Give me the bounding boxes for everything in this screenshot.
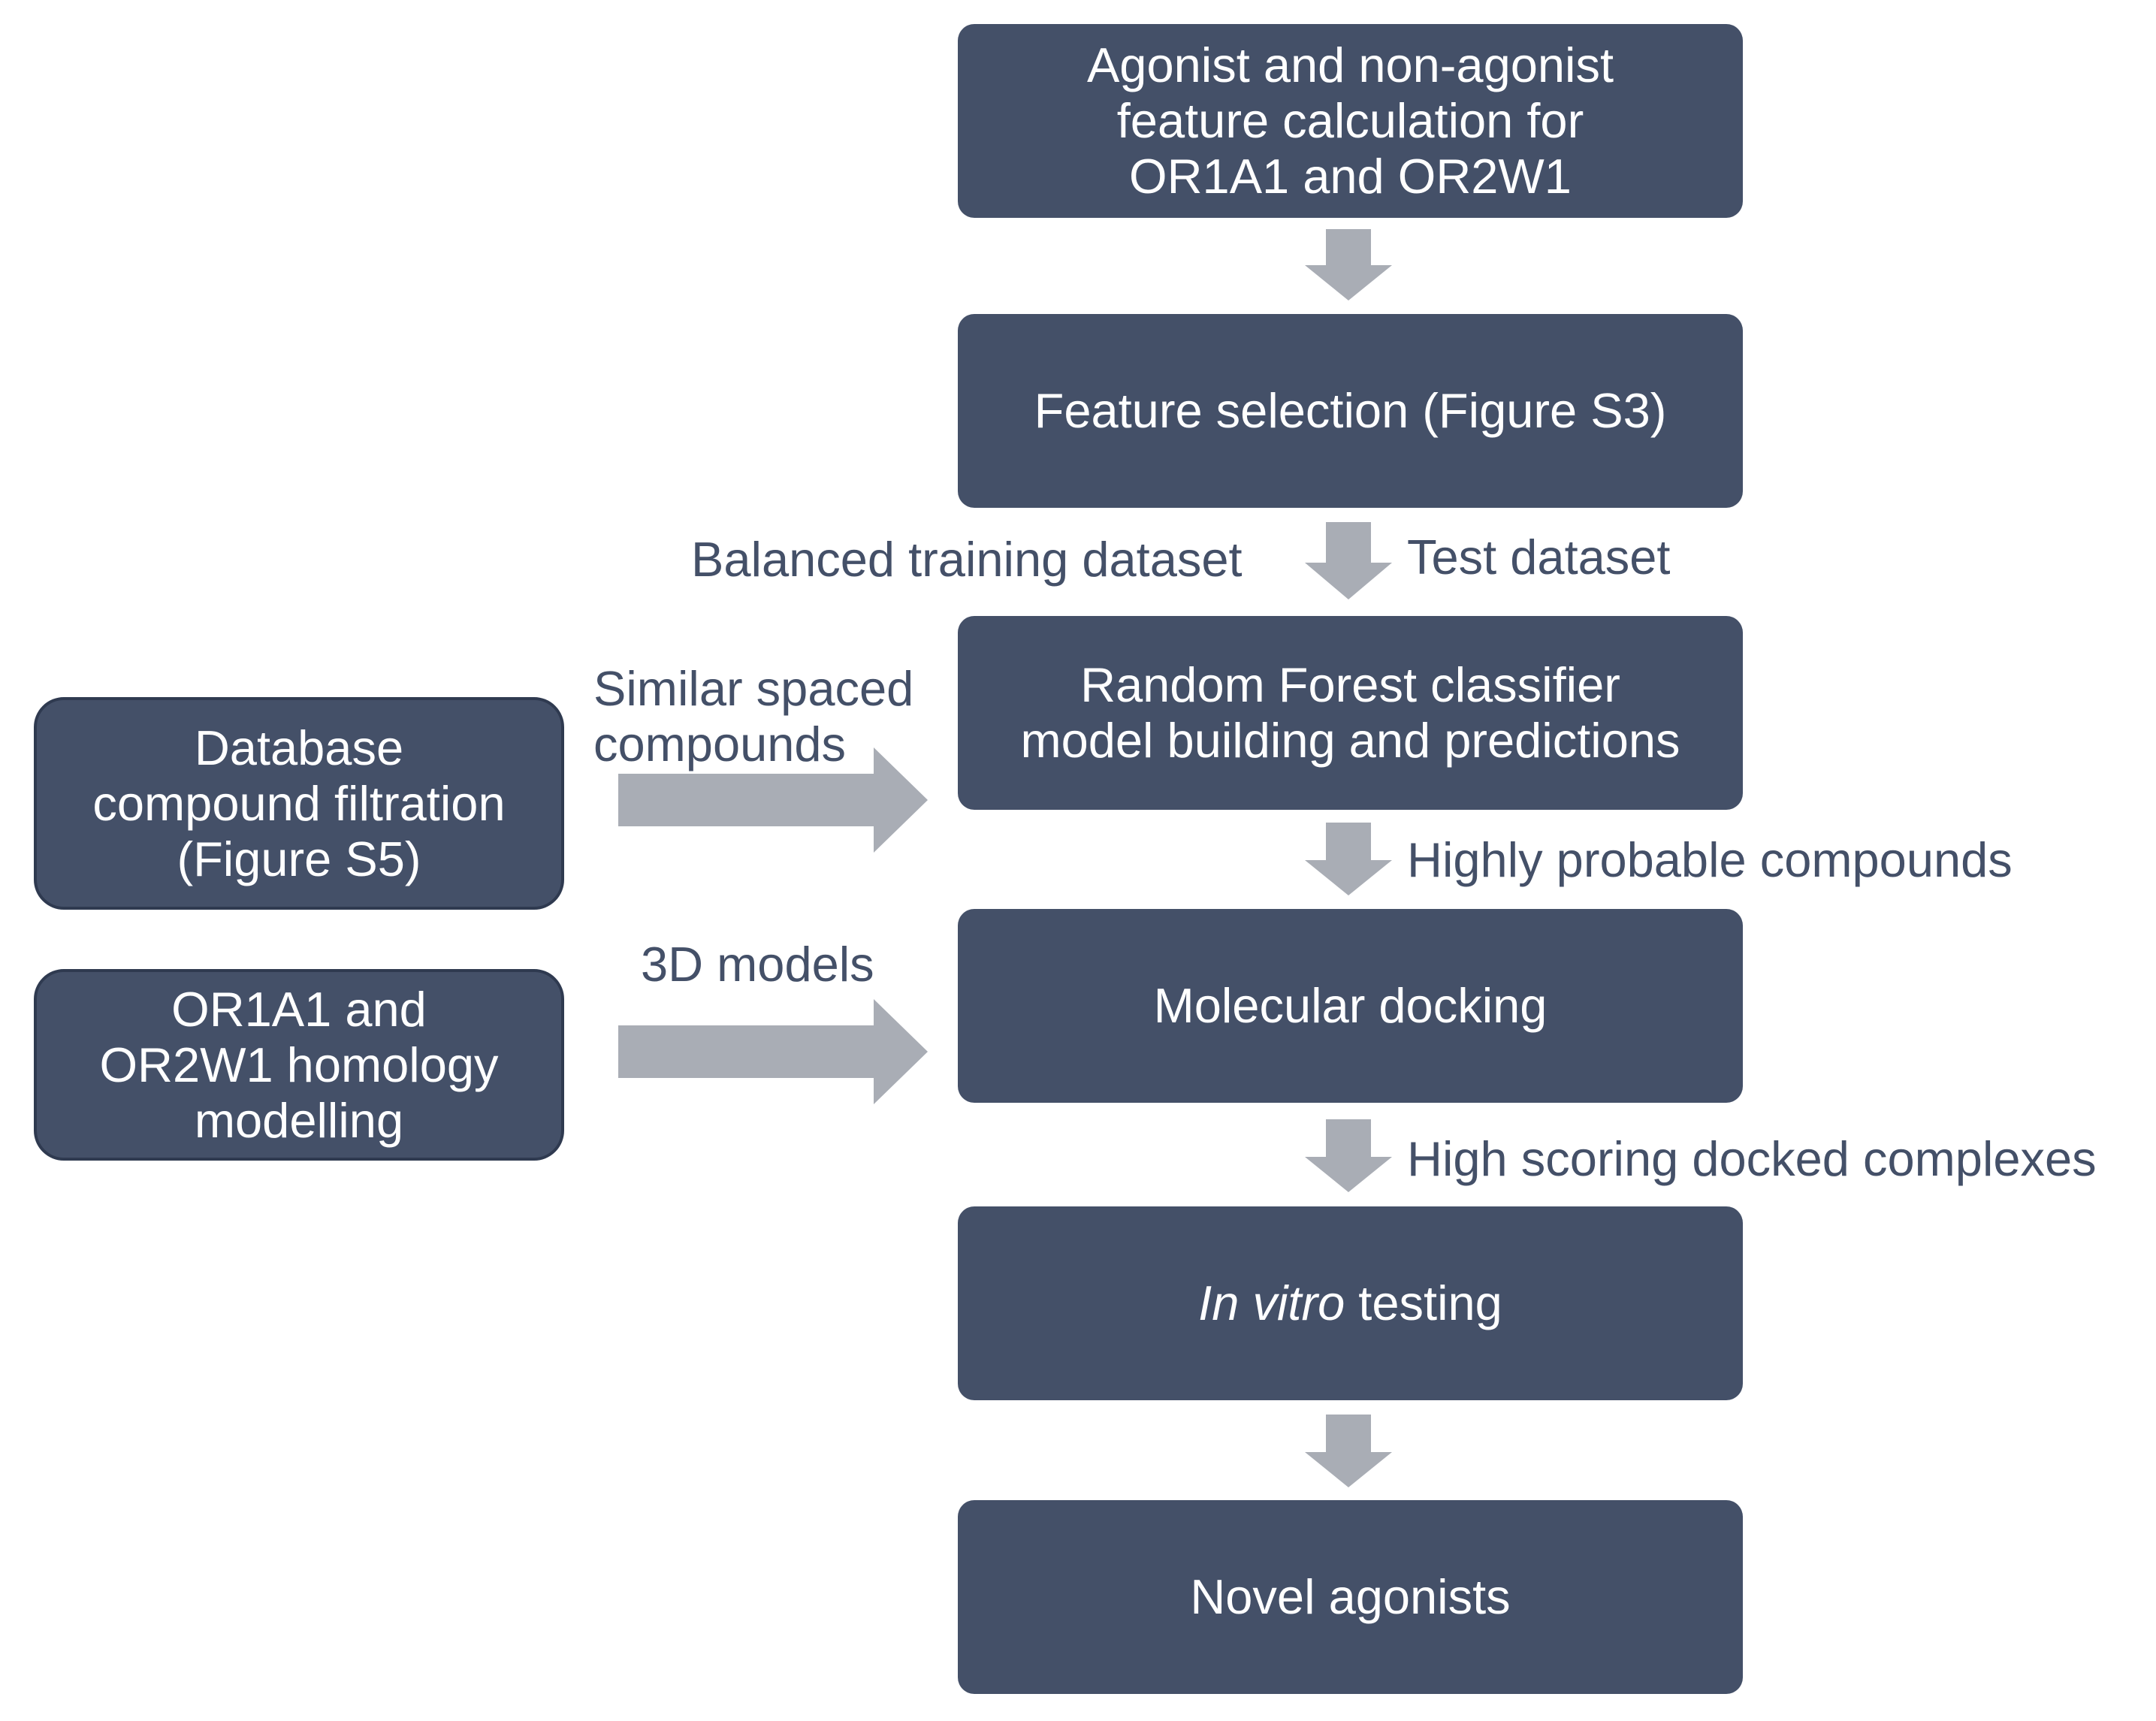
random-forest-line-2: model building and predictions [1020, 713, 1680, 768]
feature-selection-label: Feature selection (Figure S3) [1034, 383, 1667, 438]
feature-calculation-line-3: OR1A1 and OR2W1 [1129, 149, 1572, 204]
molecular-docking-label: Molecular docking [1153, 978, 1548, 1033]
feature-calculation-line-2: feature calculation for [1116, 93, 1584, 148]
homology-modelling-box: OR1A1 and OR2W1 homology modelling [34, 969, 564, 1161]
database-line-2: compound filtration [92, 775, 506, 831]
similar-line-2: compounds [593, 717, 847, 771]
random-forest-box: Random Forest classifier model building … [958, 616, 1743, 810]
database-line-1: Database [194, 720, 404, 775]
right-arrow-similar [618, 747, 928, 853]
down-arrow-5 [1303, 1415, 1394, 1487]
novel-agonists-box: Novel agonists [958, 1500, 1743, 1694]
database-filtration-box: Database compound filtration (Figure S5) [34, 697, 564, 910]
homology-line-1: OR1A1 and [171, 981, 427, 1037]
3d-models-label: 3D models [641, 937, 874, 992]
random-forest-line-1: Random Forest classifier [1080, 657, 1620, 712]
similar-line-1: Similar spaced [593, 661, 914, 716]
right-arrow-3d-models [618, 999, 928, 1104]
database-line-3: (Figure S5) [177, 831, 421, 886]
in-vitro-italic: In vitro [1198, 1276, 1345, 1330]
feature-calculation-box: Agonist and non-agonist feature calculat… [958, 24, 1743, 218]
test-dataset-label: Test dataset [1407, 530, 1671, 584]
highly-probable-label: Highly probable compounds [1407, 832, 2013, 887]
novel-agonists-label: Novel agonists [1190, 1569, 1511, 1624]
in-vitro-testing-box: In vitro testing [958, 1206, 1743, 1400]
feature-calculation-line-1: Agonist and non-agonist [1086, 38, 1614, 92]
down-arrow-4 [1303, 1119, 1394, 1192]
balanced-training-label: Balanced training dataset [691, 532, 1243, 587]
in-vitro-testing-label: In vitro testing [1198, 1276, 1502, 1331]
homology-line-2: OR2W1 homology [99, 1037, 499, 1092]
high-scoring-label: High scoring docked complexes [1407, 1131, 2097, 1186]
homology-line-3: modelling [194, 1092, 404, 1148]
similar-spaced-label: Similar spaced compounds [593, 661, 913, 772]
molecular-docking-box: Molecular docking [958, 909, 1743, 1103]
down-arrow-3 [1303, 823, 1394, 895]
down-arrow-1 [1303, 229, 1394, 300]
in-vitro-rest: testing [1345, 1276, 1502, 1330]
feature-selection-box: Feature selection (Figure S3) [958, 314, 1743, 508]
down-arrow-2 [1303, 522, 1394, 599]
